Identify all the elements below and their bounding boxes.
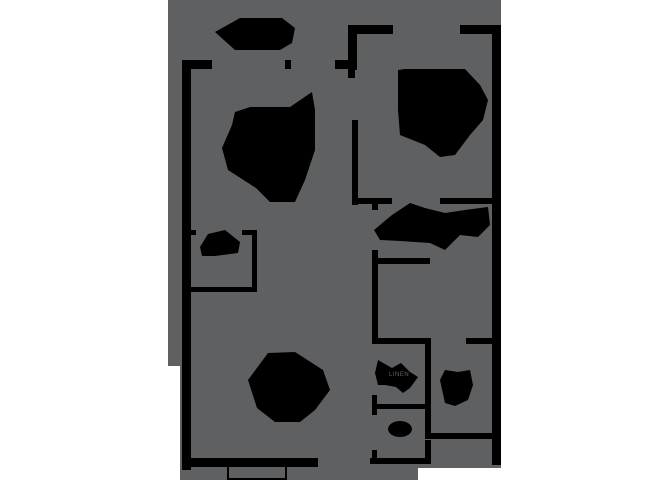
walls <box>182 25 501 480</box>
redacted-labels <box>200 18 490 437</box>
label-patio <box>215 18 295 50</box>
label-linen-icon <box>375 360 418 393</box>
label-dining-kitchen <box>248 352 330 422</box>
label-living-room <box>222 92 315 202</box>
label-bedroom <box>398 69 488 157</box>
label-closet <box>388 421 412 437</box>
label-storage <box>200 230 240 256</box>
label-bath <box>440 370 473 406</box>
label-walk-in-closet <box>374 203 490 250</box>
linen-label: LINEN <box>389 372 410 378</box>
